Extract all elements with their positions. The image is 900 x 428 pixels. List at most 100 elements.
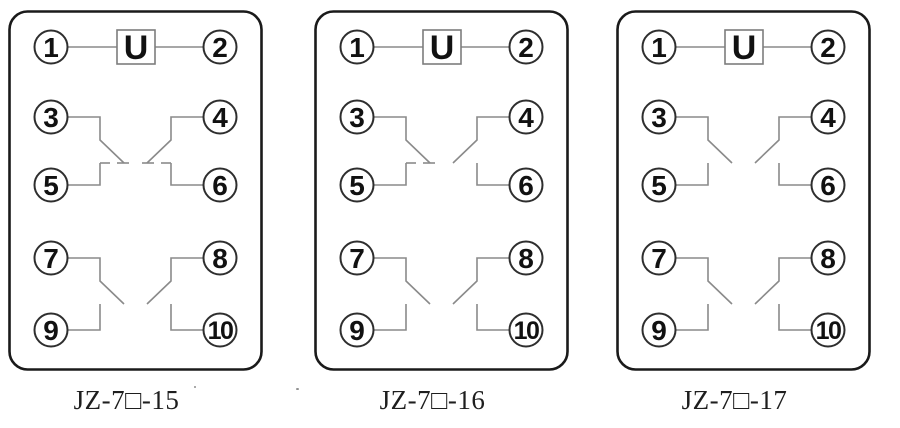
contact-7-9-blade — [67, 257, 125, 305]
terminal-number-1: 1 — [349, 32, 365, 63]
contact-4-6-blade — [754, 116, 812, 164]
terminal-number-1: 1 — [43, 32, 59, 63]
contact-7-9-blade — [675, 257, 733, 305]
terminal-circle-3 — [339, 99, 375, 135]
terminal-circle-3 — [33, 99, 69, 135]
terminal-number-5: 5 — [349, 170, 365, 201]
contact-8-10-blade — [146, 257, 204, 305]
terminal-circle-7 — [339, 240, 375, 276]
coil-u-box — [422, 29, 462, 65]
diagram-label-1: JZ-7□-15 — [73, 385, 180, 415]
coil-u-label: U — [430, 29, 455, 67]
terminal-number-5: 5 — [651, 170, 667, 201]
terminal-circle-6 — [508, 167, 544, 203]
terminal-circle-8 — [508, 240, 544, 276]
terminal-circle-10 — [508, 312, 544, 348]
terminal-number-1: 1 — [651, 32, 667, 63]
terminal-number-10: 10 — [816, 317, 841, 345]
relay-outline-box — [8, 10, 263, 371]
terminal-circle-7 — [641, 240, 677, 276]
terminal-number-7: 7 — [43, 243, 59, 274]
terminal-number-6: 6 — [518, 170, 534, 201]
terminal-circle-8 — [202, 240, 238, 276]
terminal-number-9: 9 — [43, 315, 59, 346]
terminal-circle-5 — [339, 167, 375, 203]
contact-8-10-stub — [778, 304, 812, 331]
terminal-circle-4 — [810, 99, 846, 135]
contact-3-5-blade — [675, 116, 733, 164]
contact-8-10-blade — [754, 257, 812, 305]
terminal-circle-2 — [508, 29, 544, 65]
terminal-number-4: 4 — [212, 102, 228, 133]
terminal-circle-1 — [339, 29, 375, 65]
terminal-circle-9 — [641, 312, 677, 348]
coil-u-label: U — [732, 29, 757, 67]
coil-u-label: U — [124, 29, 149, 67]
terminal-circle-1 — [33, 29, 69, 65]
contact-4-6-blade — [146, 116, 204, 164]
contact-3-5-blade — [67, 116, 125, 164]
terminal-number-10: 10 — [514, 317, 539, 345]
terminal-number-4: 4 — [518, 102, 534, 133]
contact-3-5-stub — [675, 163, 709, 186]
contact-3-5-blade — [373, 116, 431, 164]
diagram-label-3: JZ-7□-17 — [681, 385, 788, 415]
scan-artifact-dot — [194, 386, 196, 388]
contact-8-10-blade — [452, 257, 510, 305]
coil-u-box — [724, 29, 764, 65]
terminal-circle-10 — [202, 312, 238, 348]
contact-3-5-stub — [67, 163, 101, 186]
contact-7-9-stub — [675, 304, 709, 331]
terminal-number-7: 7 — [651, 243, 667, 274]
terminal-circle-9 — [33, 312, 69, 348]
relay-diagram-2: U 1 2 3 4 5 6 7 8 9 10 — [314, 10, 569, 371]
terminal-number-9: 9 — [651, 315, 667, 346]
contact-7-9-blade — [373, 257, 431, 305]
terminal-circle-7 — [33, 240, 69, 276]
relay-diagram-1: U 1 2 3 4 5 6 7 8 9 10 — [8, 10, 263, 371]
terminal-number-3: 3 — [43, 102, 59, 133]
terminal-circle-3 — [641, 99, 677, 135]
terminal-circle-6 — [202, 167, 238, 203]
terminal-circle-5 — [33, 167, 69, 203]
terminal-circle-4 — [202, 99, 238, 135]
terminal-number-6: 6 — [212, 170, 228, 201]
terminal-circle-10 — [810, 312, 846, 348]
terminal-number-4: 4 — [820, 102, 836, 133]
terminal-circle-9 — [339, 312, 375, 348]
contact-7-9-stub — [67, 304, 101, 331]
relay-wiring-svg-2: U 1 2 3 4 5 6 7 8 9 10 — [314, 10, 569, 371]
terminal-number-3: 3 — [651, 102, 667, 133]
contact-4-6-stub — [476, 163, 510, 186]
terminal-circle-6 — [810, 167, 846, 203]
terminal-circle-5 — [641, 167, 677, 203]
terminal-number-2: 2 — [518, 32, 534, 63]
terminal-circle-2 — [202, 29, 238, 65]
relay-outline-box — [314, 10, 569, 371]
terminal-number-2: 2 — [212, 32, 228, 63]
terminal-number-7: 7 — [349, 243, 365, 274]
terminal-number-3: 3 — [349, 102, 365, 133]
terminal-circle-2 — [810, 29, 846, 65]
terminal-circle-1 — [641, 29, 677, 65]
terminal-number-5: 5 — [43, 170, 59, 201]
terminal-number-2: 2 — [820, 32, 836, 63]
terminal-number-10: 10 — [208, 317, 233, 345]
contact-3-5-stub — [373, 163, 407, 186]
contact-7-9-stub — [373, 304, 407, 331]
contact-8-10-stub — [476, 304, 510, 331]
contact-4-6-blade — [452, 116, 510, 164]
terminal-number-8: 8 — [212, 243, 228, 274]
terminal-circle-4 — [508, 99, 544, 135]
contact-4-6-stub — [778, 163, 812, 186]
terminal-number-9: 9 — [349, 315, 365, 346]
terminal-number-8: 8 — [518, 243, 534, 274]
relay-outline-box — [616, 10, 871, 371]
diagram-label-2: JZ-7□-16 — [379, 385, 486, 415]
contact-8-10-stub — [170, 304, 204, 331]
terminal-number-8: 8 — [820, 243, 836, 274]
coil-u-box — [116, 29, 156, 65]
